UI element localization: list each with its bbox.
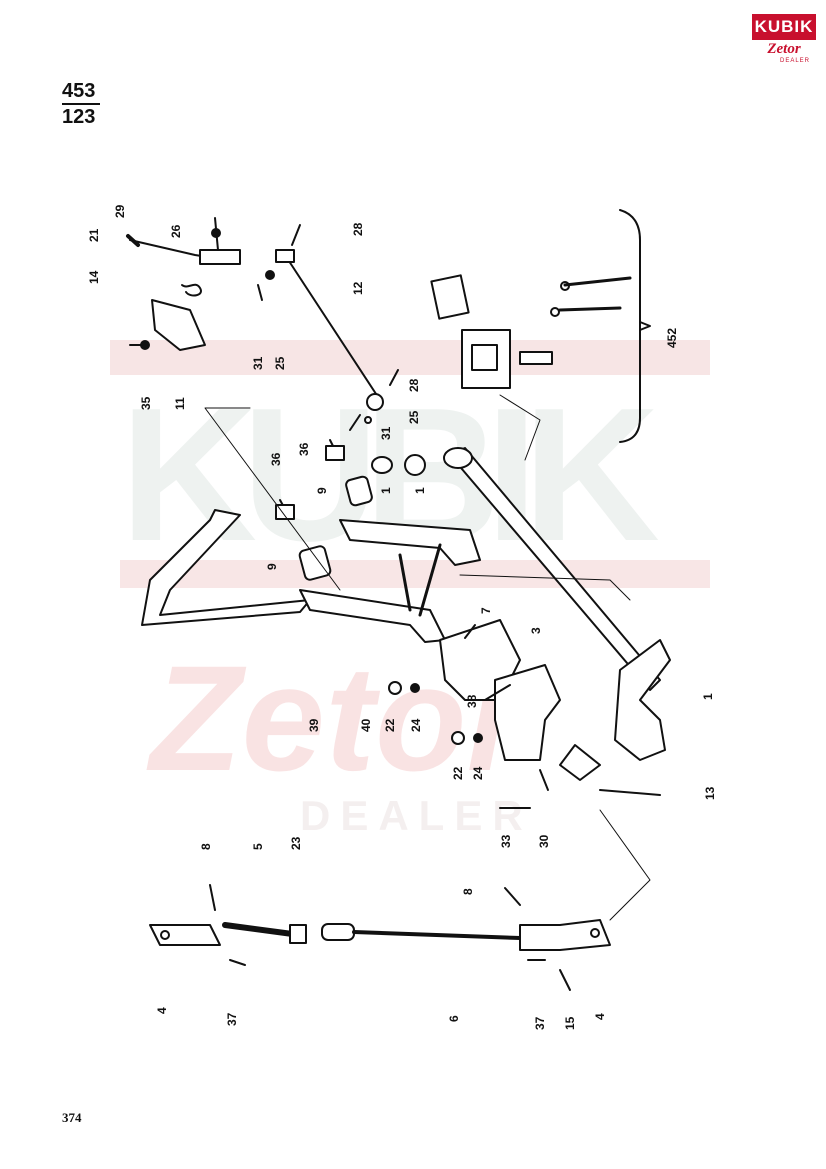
bushing-1b — [404, 454, 426, 476]
callout-1-c: 1 — [701, 693, 715, 700]
callout-31-b: 31 — [379, 426, 393, 440]
callout-28-b: 28 — [407, 378, 421, 392]
callout-4-a: 4 — [155, 1007, 169, 1014]
figure-ref-top: 453 — [62, 80, 96, 102]
callout-14: 14 — [87, 270, 101, 284]
callout-1-b: 1 — [413, 487, 427, 494]
callout-22-a: 22 — [383, 718, 397, 732]
callout-8-b: 8 — [461, 888, 475, 895]
callout-26: 26 — [169, 224, 183, 238]
pin-13 — [599, 789, 661, 796]
figure-ref-bottom: 123 — [62, 106, 96, 128]
kubik-zetor-logo: KUBIK Zetor DEALER — [752, 14, 816, 70]
pin-30 — [539, 769, 549, 791]
lever-lower-39 — [299, 589, 446, 643]
washer-24-lower — [473, 733, 483, 743]
washer-24-upper — [410, 683, 420, 693]
clevis-4-left — [149, 924, 221, 946]
spring-14 — [181, 283, 202, 297]
callout-23: 23 — [289, 836, 303, 850]
figure-reference: 453 123 — [62, 80, 100, 128]
callout-25-b: 25 — [407, 410, 421, 424]
watermark-dealer: DEALER — [300, 792, 533, 839]
lever-13 — [559, 744, 601, 781]
callout-29: 29 — [113, 204, 127, 218]
callout-40: 40 — [359, 718, 373, 732]
logo-sub: Zetor — [767, 41, 801, 57]
callout-1-a: 1 — [379, 487, 393, 494]
page-number: 374 — [62, 1110, 82, 1125]
bolt-28 — [389, 369, 399, 386]
callout-37-a: 37 — [225, 1012, 239, 1026]
callout-9-lower: 9 — [265, 563, 279, 570]
callout-31: 31 — [251, 356, 265, 370]
callout-5: 5 — [251, 843, 265, 850]
shaft-end-1 — [614, 639, 671, 761]
pin-37-left — [229, 959, 246, 966]
spring-9-lower — [298, 545, 332, 581]
callout-6: 6 — [447, 1015, 461, 1022]
callout-12: 12 — [351, 281, 365, 295]
callout-21: 21 — [87, 228, 101, 242]
watermark: KUBIK Zetor DEALER — [110, 340, 710, 839]
pin-31-top — [257, 284, 263, 301]
callout-36-b: 36 — [297, 442, 311, 456]
callout-13: 13 — [703, 786, 717, 800]
callout-3: 3 — [529, 627, 543, 634]
callout-37-b: 37 — [533, 1016, 547, 1030]
bolt-28-top — [291, 224, 301, 246]
spring-9-upper — [345, 475, 373, 507]
figure-ref-divider — [62, 103, 100, 105]
logo-dealer: DEALER — [779, 58, 810, 64]
callout-24-a: 24 — [409, 718, 423, 732]
callout-9-upper: 9 — [315, 487, 329, 494]
bolt-38 — [484, 684, 511, 701]
callout-15: 15 — [563, 1016, 577, 1030]
lever-upper — [339, 519, 481, 566]
callout-25: 25 — [273, 356, 287, 370]
bracket-11 — [151, 299, 206, 351]
callout-35: 35 — [139, 396, 153, 410]
clevis-4-right — [519, 919, 611, 951]
callout-7: 7 — [479, 607, 493, 614]
callout-30: 30 — [537, 834, 551, 848]
pedal-rod-frame — [141, 509, 311, 626]
group-label-452: 452 — [665, 328, 679, 348]
callout-labels: 29 26 21 28 14 12 31 25 35 11 28 25 31 3… — [87, 204, 717, 1030]
bracket-3 — [494, 664, 561, 761]
nut-22-lower — [451, 731, 465, 745]
rod-12 — [284, 254, 381, 401]
plate-452 — [430, 274, 470, 320]
callout-33: 33 — [499, 834, 513, 848]
callout-8-a: 8 — [199, 843, 213, 850]
callout-28: 28 — [351, 222, 365, 236]
callout-4-b: 4 — [593, 1013, 607, 1020]
bolt-15 — [559, 969, 571, 991]
bolt-8-right — [504, 887, 521, 906]
callout-22-b: 22 — [451, 766, 465, 780]
bolt-8-left — [209, 884, 216, 911]
logo-brand: KUBIK — [752, 14, 816, 40]
callout-38: 38 — [465, 694, 479, 708]
rod-6 — [352, 930, 522, 940]
spring-5 — [222, 922, 303, 938]
callout-39: 39 — [307, 718, 321, 732]
nut-22-upper — [388, 681, 402, 695]
callout-24-b: 24 — [471, 766, 485, 780]
callout-36-a: 36 — [269, 452, 283, 466]
bushing-1a — [371, 456, 393, 474]
nut-23 — [289, 924, 307, 944]
callout-11: 11 — [173, 397, 187, 410]
